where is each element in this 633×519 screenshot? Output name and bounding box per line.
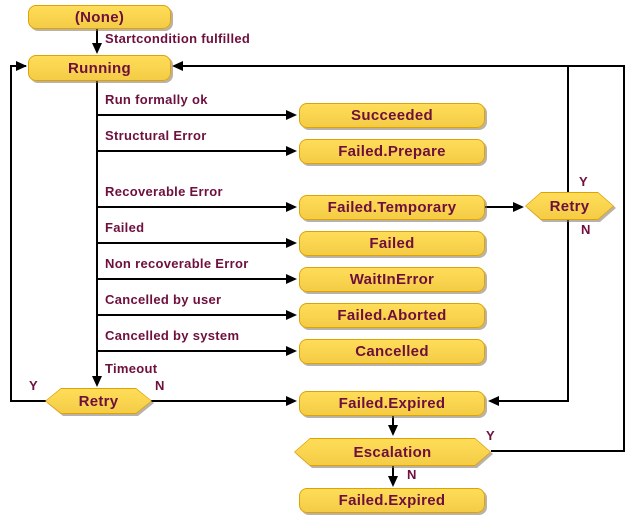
edge-non-recoverable-error <box>96 278 288 280</box>
edge-label-timeout: Timeout <box>105 361 158 376</box>
state-waitinerror-label: WaitInError <box>349 271 435 288</box>
edge-label-non-recoverable-error: Non recoverable Error <box>105 256 249 271</box>
arrowhead <box>286 274 297 284</box>
edge-retry-right-vertical <box>567 65 569 402</box>
edge-recoverable-error <box>96 206 288 208</box>
arrowhead <box>286 346 297 356</box>
edge-label-failed: Failed <box>105 220 145 235</box>
decision-escalation-label: Escalation <box>353 443 432 461</box>
arrowhead <box>92 43 102 54</box>
state-failed: Failed <box>299 231 485 256</box>
arrowhead <box>286 202 297 212</box>
state-failed-expired-final-label: Failed.Expired <box>338 492 446 509</box>
edge-label-escalation-yes: Y <box>486 428 495 443</box>
edge-label-retry-right-yes: Y <box>579 174 588 189</box>
state-failed-expired-label: Failed.Expired <box>338 395 446 412</box>
edge-left-loop-vertical <box>10 65 12 402</box>
decision-retry-bottom: Retry <box>45 388 152 414</box>
edge-label-cancelled-by-system: Cancelled by system <box>105 328 240 343</box>
hexagon-fill <box>46 389 151 413</box>
state-failed-expired: Failed.Expired <box>299 391 485 416</box>
edge-label-retry-bottom-no: N <box>155 378 165 393</box>
arrowhead <box>388 425 398 436</box>
arrowhead <box>388 476 398 487</box>
edge-cancelled-by-user <box>96 314 288 316</box>
arrowhead <box>286 310 297 320</box>
edge-retry-bottom-no <box>151 400 289 402</box>
arrowhead <box>286 146 297 156</box>
hexagon-fill <box>526 193 613 219</box>
edge-label-structural-error: Structural Error <box>105 128 207 143</box>
state-failed-label: Failed <box>369 235 415 252</box>
arrowhead <box>513 202 524 212</box>
arrowhead <box>488 396 499 406</box>
arrowhead <box>16 61 27 71</box>
arrowhead <box>92 376 102 387</box>
state-succeeded-label: Succeeded <box>351 107 433 124</box>
state-running: Running <box>28 55 171 81</box>
edge-left-loop-bottom <box>10 400 47 402</box>
edge-structural-error <box>96 150 288 152</box>
edge-retry-right-no <box>498 400 569 402</box>
state-none: (None) <box>28 5 171 29</box>
edge-label-recoverable-error: Recoverable Error <box>105 184 223 199</box>
edge-top-loop <box>180 65 624 67</box>
state-waitinerror: WaitInError <box>299 267 485 292</box>
edge-label-run-formally-ok: Run formally ok <box>105 92 208 107</box>
decision-escalation: Escalation <box>294 438 491 466</box>
edge-escalation-yes <box>491 450 624 452</box>
state-failed-temporary-label: Failed.Temporary <box>327 199 457 216</box>
edge-label-retry-bottom-yes: Y <box>29 378 38 393</box>
state-failed-prepare-label: Failed.Prepare <box>338 143 446 160</box>
state-failed-prepare: Failed.Prepare <box>299 139 485 164</box>
state-failed-expired-final: Failed.Expired <box>299 488 485 513</box>
edge-escalation-yes-vertical <box>623 65 625 452</box>
edge-label-startcondition: Startcondition fulfilled <box>105 31 251 46</box>
arrowhead <box>286 238 297 248</box>
state-failed-aborted-label: Failed.Aborted <box>337 307 447 324</box>
edge-run-formally-ok <box>96 114 288 116</box>
state-failed-temporary: Failed.Temporary <box>299 195 485 220</box>
arrowhead <box>286 396 297 406</box>
edge-cancelled-by-system <box>96 350 288 352</box>
edge-none-running <box>96 29 98 45</box>
decision-retry-right-label: Retry <box>549 197 590 215</box>
arrowhead <box>172 61 183 71</box>
edge-label-escalation-no: N <box>407 467 417 482</box>
state-cancelled: Cancelled <box>299 339 485 364</box>
state-running-label: Running <box>68 59 131 77</box>
state-failed-aborted: Failed.Aborted <box>299 303 485 328</box>
edge-escalation-no <box>392 466 394 478</box>
edge-label-retry-right-no: N <box>581 222 591 237</box>
state-none-label: (None) <box>74 8 125 26</box>
hexagon-fill <box>295 439 490 465</box>
edge-failedexpired-escalation <box>392 416 394 427</box>
state-succeeded: Succeeded <box>299 103 485 128</box>
edge-failed <box>96 242 288 244</box>
edge-label-cancelled-by-user: Cancelled by user <box>105 292 222 307</box>
decision-retry-right: Retry <box>525 192 614 220</box>
state-cancelled-label: Cancelled <box>355 343 429 360</box>
decision-retry-bottom-label: Retry <box>78 392 119 410</box>
edge-running-trunk <box>96 81 98 377</box>
arrowhead <box>286 110 297 120</box>
edge-failedtemporary-retry <box>485 206 515 208</box>
